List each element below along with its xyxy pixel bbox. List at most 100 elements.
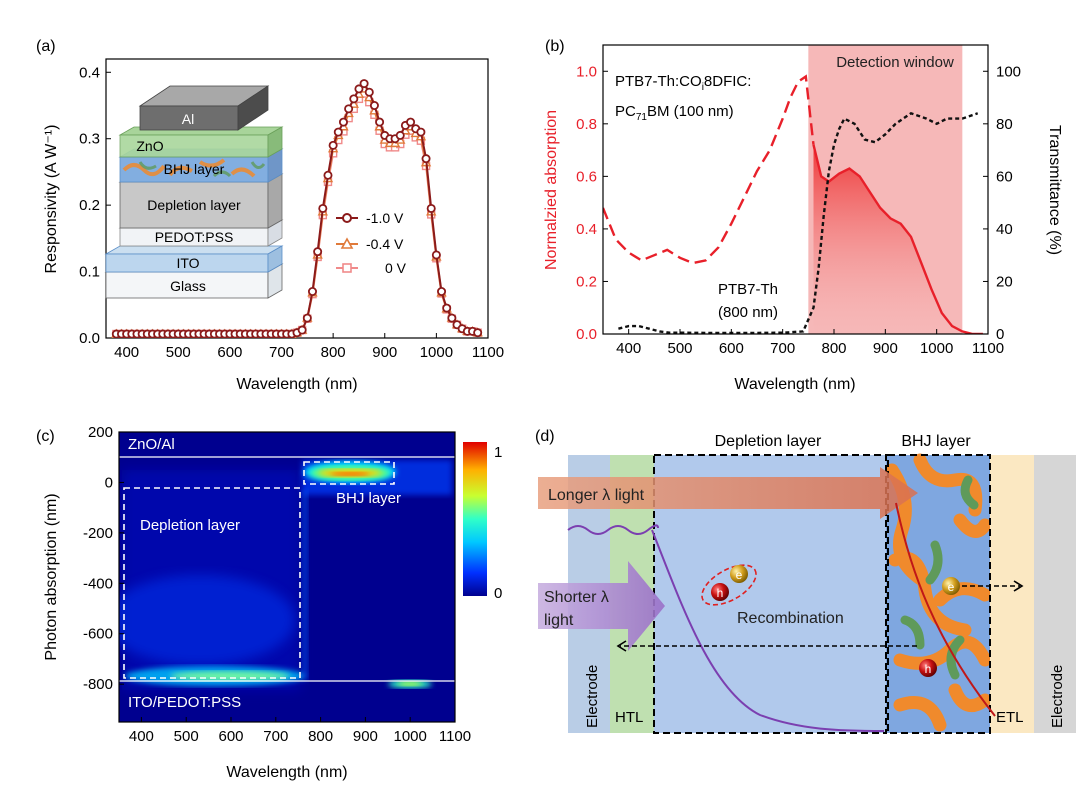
- hole-icon: [919, 659, 937, 677]
- colorbar-tick-min: 0: [494, 585, 502, 602]
- legend-label-2: -0.4 V: [366, 236, 404, 252]
- layer-bhj-label: BHJ layer: [164, 161, 225, 177]
- layer-glass-label: Glass: [170, 278, 206, 294]
- blend-annotation-line2: PC71BM (100 nm): [615, 103, 734, 123]
- bhj-absorption-curve: [895, 502, 996, 717]
- panel-b-ylabel-right: Transmittance (%): [1046, 125, 1063, 255]
- y-tick-label: -400: [83, 575, 113, 592]
- longer-light-arrow: [538, 467, 918, 519]
- etl-label: ETL: [996, 709, 1024, 726]
- layer-al-label: Al: [182, 111, 194, 127]
- y-tick-label: 0.8: [576, 116, 597, 133]
- bhj-layer-title: BHJ layer: [901, 433, 971, 450]
- hole-symbol: h: [717, 586, 724, 600]
- x-tick-label: 1000: [920, 340, 953, 357]
- x-tick-label: 900: [873, 340, 898, 357]
- data-point: [375, 117, 385, 127]
- data-point: [338, 117, 348, 127]
- bhj-box: [303, 461, 395, 485]
- y2-tick-label: 100: [996, 63, 1021, 80]
- panel-b-xlabel: Wavelength (nm): [734, 376, 855, 393]
- x-tick-label: 1000: [420, 344, 453, 361]
- htl-label: HTL: [615, 709, 643, 726]
- data-point: [369, 101, 379, 111]
- x-tick-label: 400: [114, 344, 139, 361]
- heatmap-label-depletion: Depletion layer: [140, 517, 240, 534]
- panel-a-xlabel: Wavelength (nm): [236, 376, 357, 393]
- electron-symbol: e: [736, 568, 743, 582]
- y-tick-label: 0.4: [576, 221, 597, 238]
- data-point: [297, 325, 307, 335]
- data-point: [416, 127, 426, 137]
- data-point: [349, 94, 359, 104]
- data-point: [328, 140, 338, 150]
- shorter-light-label-2: light: [544, 612, 574, 629]
- panel-a-label: (a): [36, 38, 56, 55]
- panel-d-label: (d): [535, 428, 555, 445]
- x-tick-label: 600: [719, 340, 744, 357]
- panel-b-ylabel-left: Normalzied absorption: [543, 110, 560, 270]
- recombination-label: Recombination: [737, 610, 844, 627]
- colorbar: [463, 442, 487, 596]
- y2-tick-label: 60: [996, 168, 1013, 185]
- panel-a-ylabel: Responsivity (A W⁻¹): [43, 125, 60, 274]
- colorbar-tick-max: 1: [494, 444, 502, 461]
- y-tick-label: 200: [88, 424, 113, 441]
- data-point: [395, 130, 405, 140]
- y-tick-label: -200: [83, 525, 113, 542]
- y-tick-label: 0: [105, 474, 113, 491]
- hole-symbol: h: [925, 662, 932, 676]
- layer-pedot-label: PEDOT:PSS: [155, 229, 234, 245]
- electron-icon: [942, 577, 960, 595]
- x-tick-label: 700: [770, 340, 795, 357]
- y2-tick-label: 0: [996, 326, 1004, 343]
- data-point: [323, 170, 333, 180]
- legend-label-3: 0 V: [385, 260, 407, 276]
- y-tick-label: 1.0: [576, 63, 597, 80]
- incident-light-wave: [567, 524, 659, 535]
- data-point: [333, 127, 343, 137]
- panel-b-label: (b): [545, 38, 565, 55]
- electron-symbol: e: [948, 580, 955, 594]
- etl-region: [990, 455, 1034, 733]
- depletion-layer-title: Depletion layer: [715, 433, 822, 450]
- x-tick-label: 700: [269, 344, 294, 361]
- data-point: [437, 286, 447, 296]
- y-tick-label: 0.0: [576, 326, 597, 343]
- panel-c-ylabel: Photon absorption (nm): [43, 493, 60, 660]
- ptb7-annotation-line1: PTB7-Th: [718, 281, 778, 298]
- panel-b-axes: [602, 44, 989, 335]
- electrode-right-label: Electrode: [1049, 665, 1066, 728]
- heatmap: [119, 432, 455, 722]
- x-tick-label: 400: [616, 340, 641, 357]
- data-point: [473, 328, 483, 338]
- recombination-ring: [701, 564, 757, 606]
- y-tick-label: 0.1: [79, 264, 100, 281]
- shorter-light-label-1: Shorter λ: [544, 589, 609, 606]
- y-tick-label: 0.2: [576, 273, 597, 290]
- x-tick-label: 600: [218, 728, 243, 745]
- legend-marker-square: [342, 263, 352, 273]
- layer-depletion: [119, 181, 269, 229]
- x-tick-label: 1100: [972, 340, 1004, 357]
- data-point: [344, 104, 354, 114]
- x-tick-label: 800: [321, 344, 346, 361]
- y2-tick-label: 40: [996, 221, 1013, 238]
- electron-icon: [730, 565, 748, 583]
- data-point: [442, 303, 452, 313]
- x-tick-label: 900: [353, 728, 378, 745]
- x-tick-label: 1100: [472, 344, 504, 361]
- y-tick-label: -600: [83, 626, 113, 643]
- x-tick-label: 600: [217, 344, 242, 361]
- data-point: [307, 286, 317, 296]
- data-point: [313, 247, 323, 257]
- ptb7-annotation-line2: (800 nm): [718, 304, 778, 321]
- x-tick-label: 500: [174, 728, 199, 745]
- legend-marker-triangle: [340, 237, 354, 249]
- panel-c: (c) ZnO/Al BHJ layer Deple: [36, 424, 502, 781]
- electrode-left-label: Electrode: [584, 665, 601, 728]
